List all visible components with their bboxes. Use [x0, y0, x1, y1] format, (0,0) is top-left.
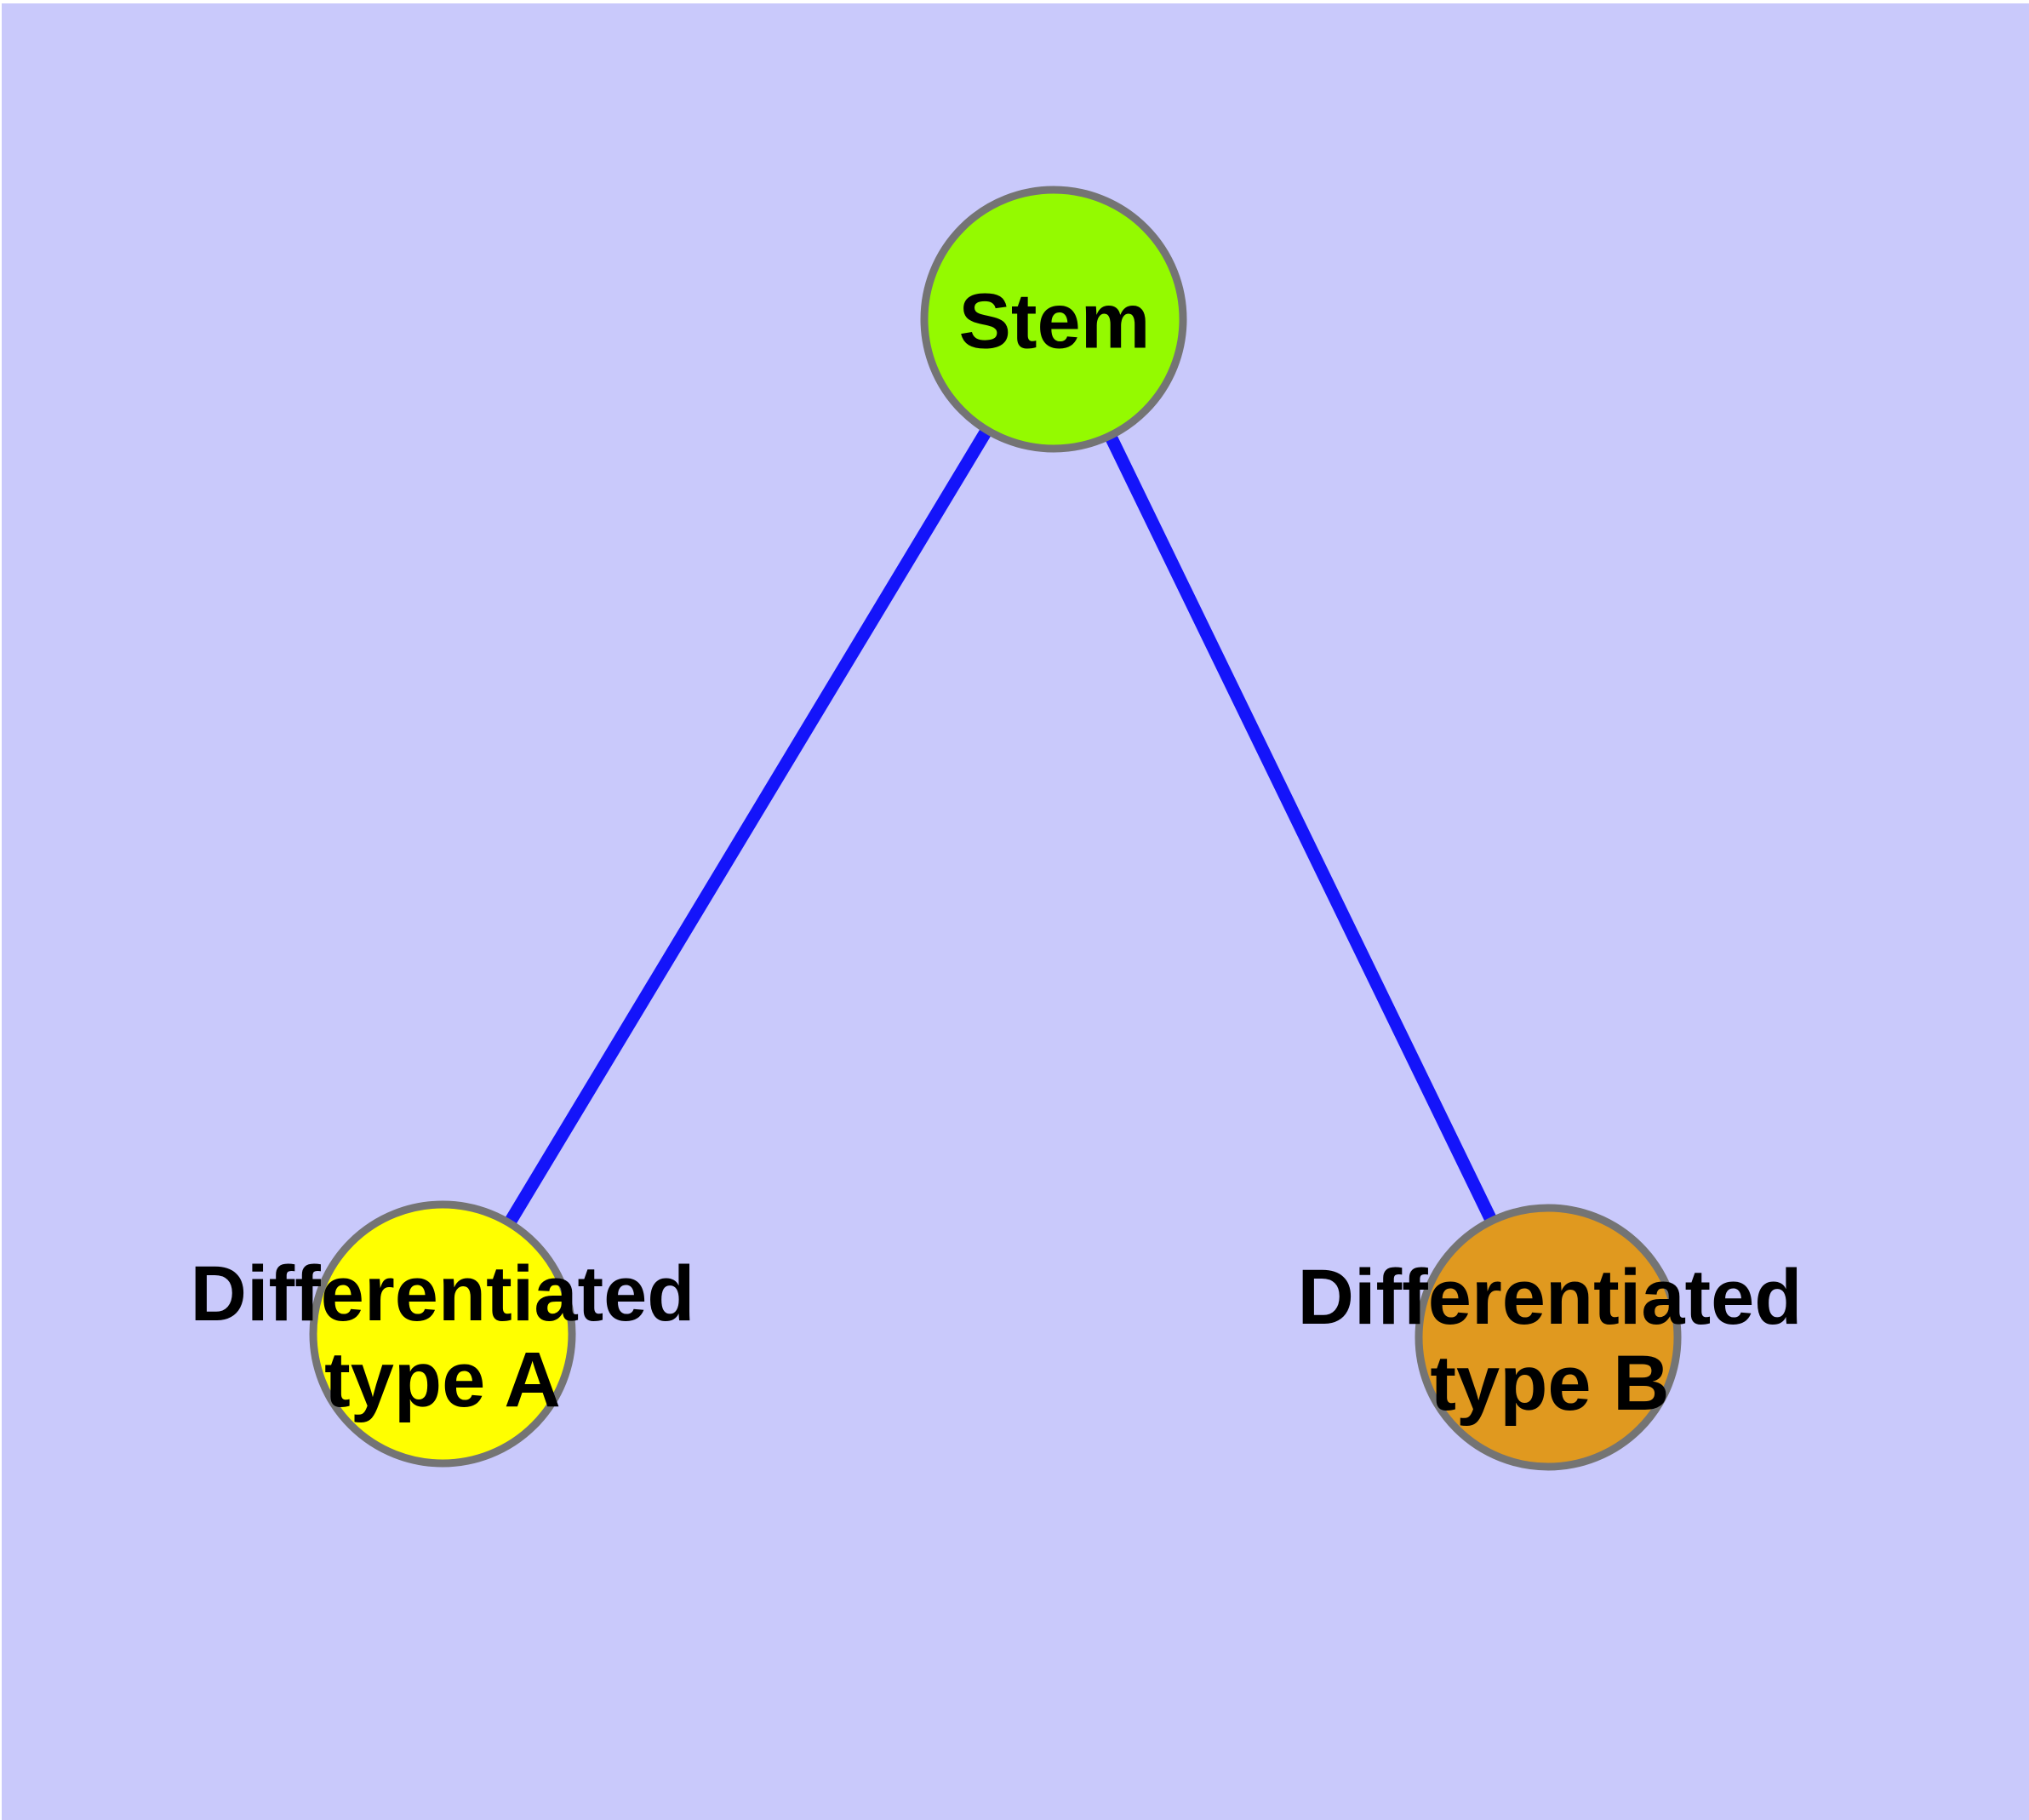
edge-stem-to-type-b [1048, 316, 1554, 1341]
node-type-b-circle [1415, 1204, 1682, 1471]
graph-svg [309, 186, 1682, 1471]
edge-stem-to-type-a [437, 316, 1060, 1337]
node-stem-circle [920, 186, 1187, 453]
diagram-canvas: Stem Differentiated type A Differentiate… [2, 3, 2029, 1820]
node-type-a-circle [309, 1200, 576, 1468]
